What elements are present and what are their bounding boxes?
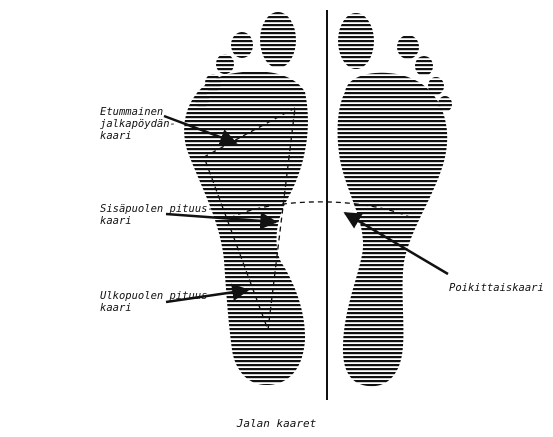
right-sole [338, 73, 448, 387]
left-sole [184, 71, 308, 385]
front-arch-label-line-2: jalkapöydän- [100, 118, 176, 130]
medial-arch-label-line-1: Sisäpuolen pituus- [100, 203, 214, 215]
front-arch-label-line-1: Etummainen [100, 106, 176, 118]
left-toe-3 [216, 54, 234, 74]
right-toe-3 [415, 56, 433, 76]
figure-caption: Jalan kaaret [0, 418, 553, 430]
right-big-toe [338, 13, 374, 69]
right-footprint [338, 13, 452, 386]
left-big-toe [260, 12, 296, 68]
front-arch-label: Etummainen jalkapöydän- kaari [100, 106, 176, 142]
lateral-arch-label-line-1: Ulkopuolen pituus- [100, 290, 214, 302]
lateral-arch-label: Ulkopuolen pituus- kaari [100, 290, 214, 314]
transverse-arch-label: Poikittaiskaari [449, 282, 544, 294]
lateral-arch-label-line-2: kaari [100, 302, 214, 314]
medial-arch-label-line-2: kaari [100, 215, 214, 227]
left-toe-2 [231, 32, 253, 58]
transverse-arch-label-line-1: Poikittaiskaari [449, 282, 544, 294]
left-footprint [184, 12, 308, 385]
medial-arch-label: Sisäpuolen pituus- kaari [100, 203, 214, 227]
front-arch-label-line-3: kaari [100, 130, 176, 142]
right-toe-2 [397, 35, 419, 59]
